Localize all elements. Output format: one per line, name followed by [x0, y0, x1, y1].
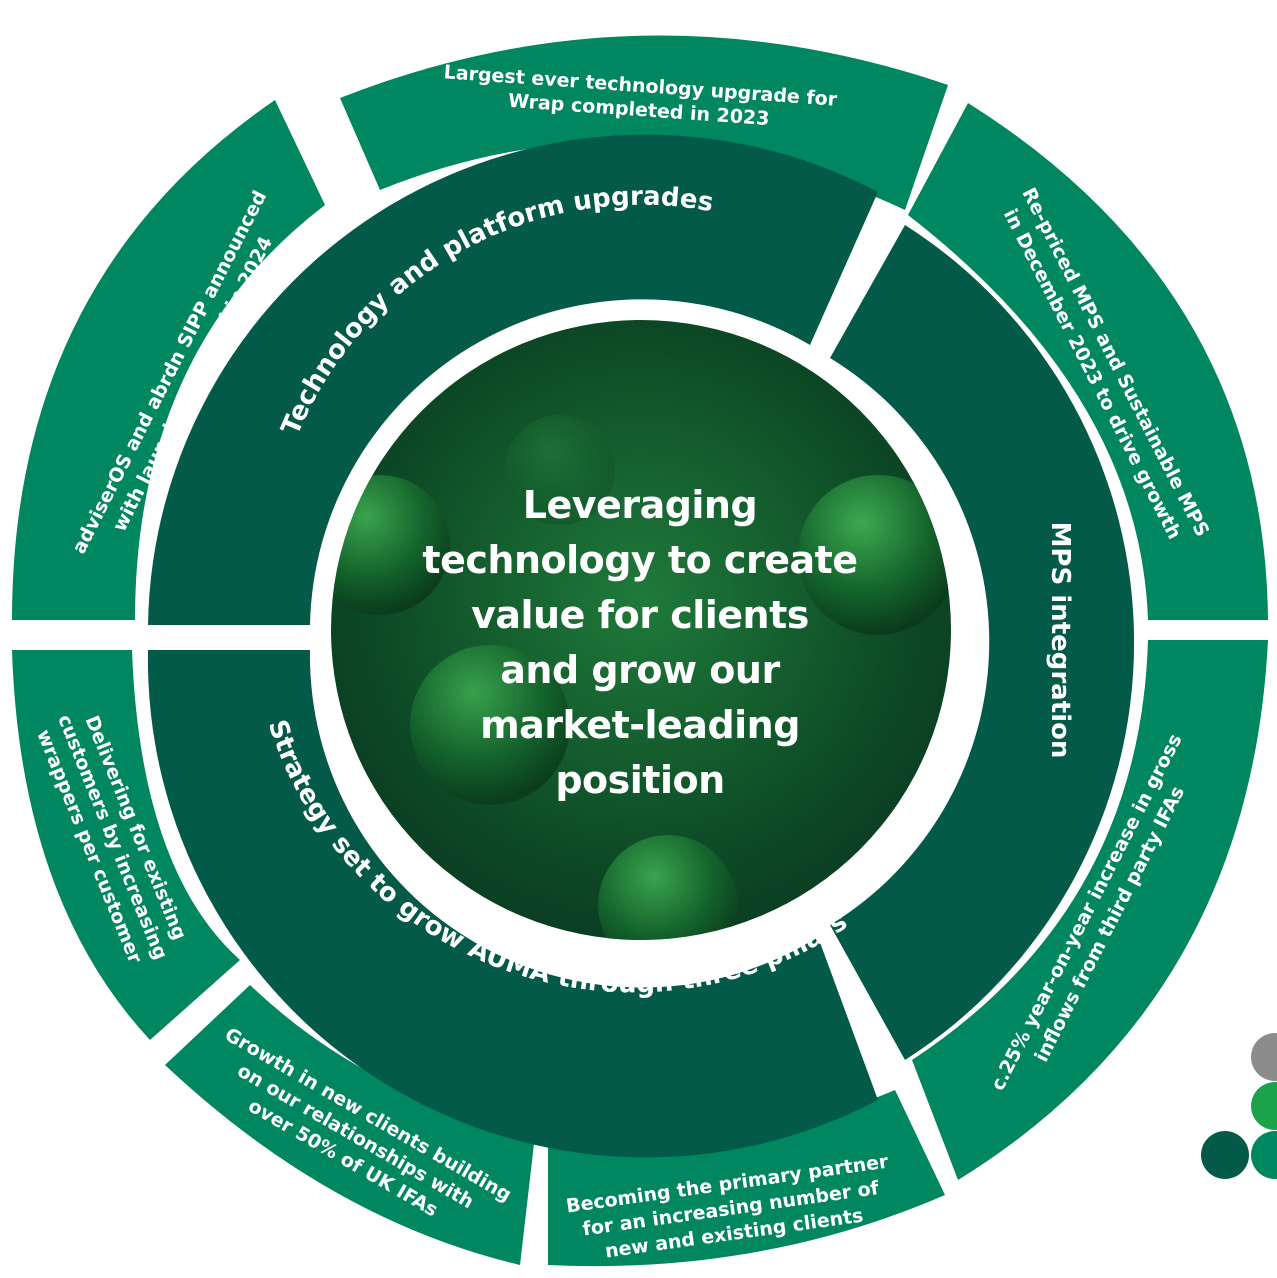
outer-segment-primary-partner: [548, 1090, 945, 1267]
inner-segment-technology: [148, 134, 878, 626]
outer-segment-adviseros: [12, 100, 325, 620]
outer-segment-mps-repriced: [908, 103, 1268, 620]
inner-ring: [147, 134, 1135, 1158]
inner-segment-mps: [830, 225, 1135, 1060]
inner-segment-strategy: [147, 650, 878, 1158]
outer-segment-existing-customers: [12, 650, 240, 1040]
outer-segment-new-clients: [165, 985, 535, 1265]
label-mps: MPS integration: [1045, 522, 1075, 759]
outer-segment-inflows: [912, 640, 1268, 1180]
brand-dots: [1201, 1033, 1277, 1179]
center-title: Leveraging technology to create value fo…: [422, 483, 858, 802]
